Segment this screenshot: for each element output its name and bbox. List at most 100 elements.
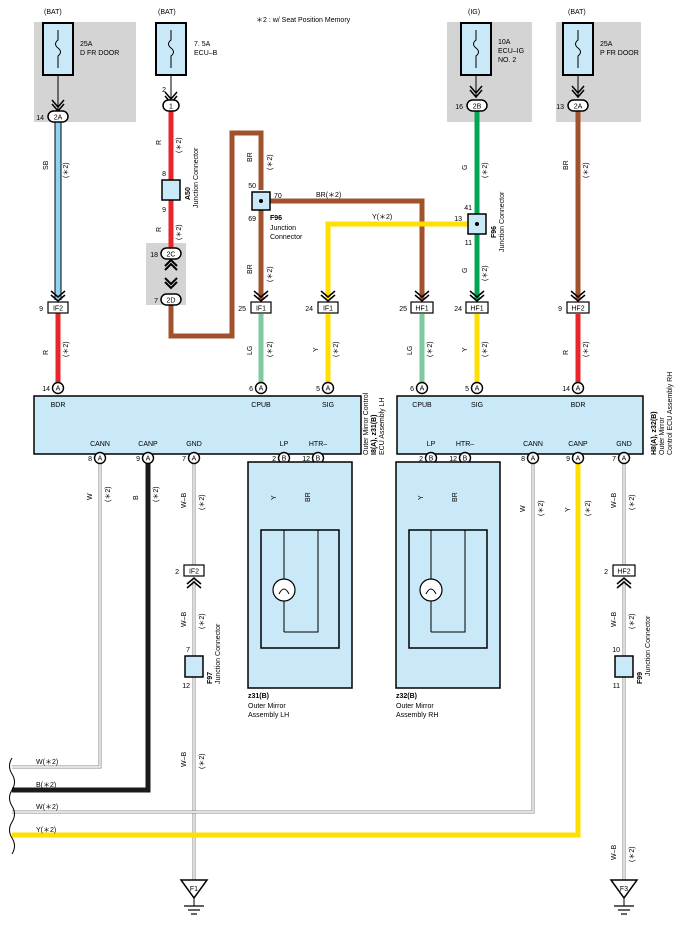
svg-text:(＊2): (＊2) [267, 341, 274, 357]
svg-text:69: 69 [248, 216, 256, 223]
ecu-assembly-lh: I8(A), z31(B) Outer Mirror Control ECU A… [33, 392, 378, 455]
connector-2-hf2: HF2 2 [604, 564, 636, 589]
svg-text:(＊2): (＊2) [629, 613, 636, 629]
svg-text:IF1: IF1 [323, 306, 333, 313]
svg-text:(＊2): (＊2) [538, 500, 545, 516]
svg-text:R: R [156, 227, 163, 232]
svg-text:ECU–IG: ECU–IG [498, 48, 524, 55]
svg-text:(BAT): (BAT) [568, 9, 586, 16]
svg-text:IF2: IF2 [53, 306, 63, 313]
connector-24-if1: IF1 24 [305, 290, 339, 314]
svg-text:(＊2): (＊2) [333, 341, 340, 357]
svg-text:50: 50 [248, 183, 256, 190]
connector-13-2a: 2A 13 [556, 99, 589, 112]
svg-text:2: 2 [604, 569, 608, 576]
svg-text:Outer Mirror: Outer Mirror [396, 703, 434, 710]
svg-text:BR: BR [305, 492, 312, 502]
connector-25-if1: IF1 25 [238, 290, 272, 314]
svg-text:Y: Y [271, 495, 278, 500]
svg-text:SIG: SIG [471, 402, 483, 409]
svg-text:(＊2): (＊2) [427, 341, 434, 357]
svg-text:(＊2): (＊2) [629, 494, 636, 510]
svg-text:W–B: W–B [181, 612, 188, 628]
svg-text:LG: LG [407, 346, 414, 355]
svg-text:B: B [316, 456, 321, 463]
svg-text:10: 10 [612, 647, 620, 654]
svg-text:G: G [462, 165, 469, 170]
svg-text:HF2: HF2 [617, 569, 630, 576]
svg-text:2: 2 [175, 569, 179, 576]
svg-text:(＊2): (＊2) [199, 613, 206, 629]
svg-text:Y: Y [462, 347, 469, 352]
connector-2-1: 1 2 [162, 87, 180, 112]
bus-label-w2: W(＊2) [36, 804, 58, 811]
svg-text:LG: LG [247, 346, 254, 355]
svg-text:A: A [56, 386, 61, 393]
svg-text:CANN: CANN [523, 441, 543, 448]
svg-text:BDR: BDR [571, 402, 586, 409]
junction-f96-b: 13 41 11 F96 Junction Connector [454, 191, 506, 252]
svg-text:2A: 2A [54, 115, 63, 122]
svg-text:6: 6 [410, 386, 414, 393]
svg-text:(＊2): (＊2) [267, 154, 274, 170]
svg-text:F96: F96 [491, 226, 498, 238]
svg-text:12: 12 [182, 683, 190, 690]
connector-14-2a: 2A 14 [36, 110, 69, 123]
wire-break-symbol [9, 757, 15, 855]
svg-text:2A: 2A [574, 104, 583, 111]
svg-text:25A: 25A [600, 41, 613, 48]
svg-text:2B: 2B [473, 104, 482, 111]
svg-text:70: 70 [274, 193, 282, 200]
svg-text:7: 7 [612, 456, 616, 463]
svg-text:24: 24 [454, 306, 462, 313]
svg-text:25: 25 [399, 306, 407, 313]
svg-text:11: 11 [613, 683, 620, 690]
svg-text:H8(A), z32(B): H8(A), z32(B) [651, 411, 658, 455]
svg-text:B: B [429, 456, 434, 463]
svg-text:B: B [463, 456, 468, 463]
svg-text:HTR–: HTR– [309, 441, 327, 448]
connector-9-if2: IF2 9 [39, 290, 69, 314]
svg-text:A: A [576, 386, 581, 393]
connector-24-hf1: HF1 24 [454, 290, 489, 314]
svg-text:25: 25 [238, 306, 246, 313]
svg-text:P FR DOOR: P FR DOOR [600, 50, 639, 57]
connector-16-2b: 2B 16 [455, 99, 488, 112]
svg-text:BR: BR [247, 152, 254, 162]
svg-text:A: A [576, 456, 581, 463]
svg-text:G: G [462, 268, 469, 273]
svg-text:11: 11 [465, 240, 472, 247]
svg-text:IF2: IF2 [189, 569, 199, 576]
fuse-ecuig: (IG) 10A ECU–IG NO. 2 [460, 9, 524, 99]
connector-9-hf2: HF2 9 [558, 290, 590, 314]
mirror-assembly-lh: z31(B) Outer Mirror Assembly LH [247, 461, 353, 719]
svg-text:CPUB: CPUB [251, 402, 271, 409]
ground-f1: F1 [179, 879, 209, 915]
svg-text:5: 5 [465, 386, 469, 393]
svg-text:GND: GND [616, 441, 632, 448]
svg-text:13: 13 [556, 104, 564, 111]
svg-text:BR: BR [452, 492, 459, 502]
svg-text:7: 7 [186, 647, 190, 654]
bus-label-b: B(＊2) [36, 782, 56, 789]
svg-text:Outer Mirror Control: Outer Mirror Control [363, 392, 370, 455]
svg-text:HF1: HF1 [470, 306, 483, 313]
svg-text:8: 8 [88, 456, 92, 463]
svg-text:ECU–B: ECU–B [194, 50, 218, 57]
svg-text:9: 9 [136, 456, 140, 463]
svg-text:41: 41 [464, 205, 472, 212]
connector-25-hf1: HF1 25 [399, 290, 434, 314]
svg-text:Control ECU Assembly RH: Control ECU Assembly RH [667, 372, 674, 455]
svg-text:(IG): (IG) [468, 9, 480, 16]
svg-text:GND: GND [186, 441, 202, 448]
